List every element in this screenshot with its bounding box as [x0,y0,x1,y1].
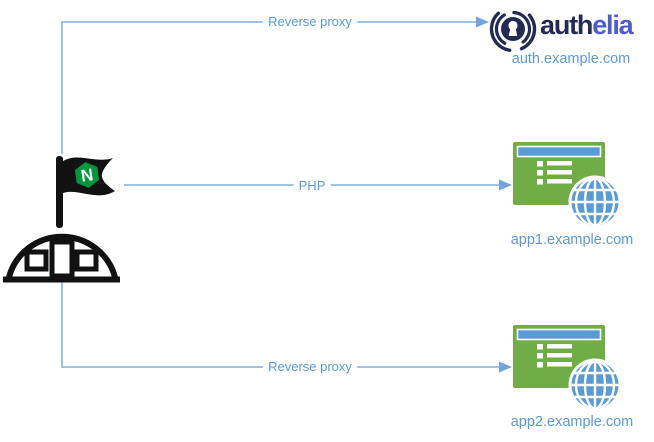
building-dome [6,233,118,278]
app2-web-app-icon [513,325,622,412]
flag-pole [56,156,63,228]
app-title-bar [516,328,602,341]
edge-label-php: PHP [293,178,331,194]
connector-reverse-proxy-auth [61,21,477,154]
edge-label-reverse-proxy-top: Reverse proxy [263,14,357,30]
globe-icon [568,358,622,412]
building-window-right [74,249,99,272]
authelia-outer-ring [489,5,537,53]
auth-domain-label: auth.example.com [511,51,631,67]
arrowhead-app1-icon [499,179,512,191]
authelia-lock-icon [489,5,537,53]
building-window-left [24,249,49,272]
authelia-wordmark-auth: auth [540,10,593,40]
app-title-bar [516,145,602,158]
app1-web-app-icon [513,142,622,229]
arrowhead-app2-icon [499,361,512,373]
edge-label-reverse-proxy-bottom: Reverse proxy [263,359,357,375]
keyhole-icon [508,20,518,31]
app1-domain-label: app1.example.com [510,232,634,248]
authelia-wordmark-elia: elia [592,10,633,40]
globe-icon [568,175,622,229]
keyhole-stem [508,28,518,36]
building-door [49,239,75,279]
nginx-hexagon-icon: N [74,162,100,188]
nginx-server-icon: N [3,156,120,283]
app-list-lines [537,161,572,185]
authelia-inner-ring [494,10,532,48]
app-list-lines [537,344,572,368]
connector-reverse-proxy-app2 [61,282,499,368]
app2-domain-label: app2.example.com [510,414,634,430]
nginx-flag-letter: N [80,165,95,186]
arrowhead-auth-icon [476,16,489,28]
